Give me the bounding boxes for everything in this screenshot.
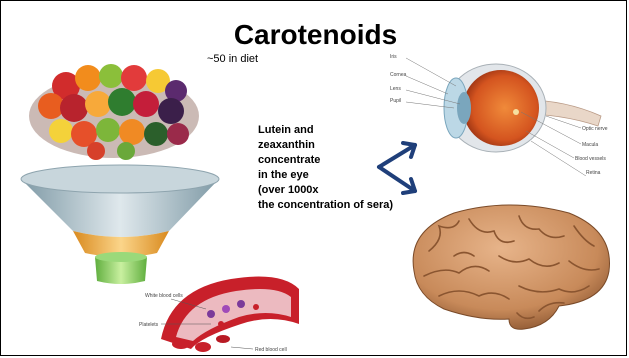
label-white-blood-cells: White blood cells — [145, 293, 183, 299]
label-optic-nerve: Optic nerve — [582, 126, 608, 132]
brain-image — [399, 201, 621, 333]
fruits-vegetables-image — [26, 56, 201, 161]
diet-note: ~50 in diet — [207, 53, 258, 65]
label-pupil: Pupil — [390, 98, 401, 104]
label-macula: Macula — [582, 142, 598, 148]
label-lens: Lens — [390, 86, 401, 92]
label-cornea: Cornea — [390, 72, 407, 78]
arrows-graphic — [373, 139, 423, 197]
label-retina: Retina — [586, 170, 601, 176]
label-blood-vessels: Blood vessels — [575, 156, 606, 162]
blood-vessel-image: White blood cells Platelets Red blood ce… — [131, 269, 301, 357]
label-iris: Iris — [390, 54, 397, 60]
label-red-blood-cell: Red blood cell — [255, 347, 287, 353]
body-line: the concentration of sera) — [258, 198, 418, 213]
label-platelets: Platelets — [139, 322, 159, 328]
